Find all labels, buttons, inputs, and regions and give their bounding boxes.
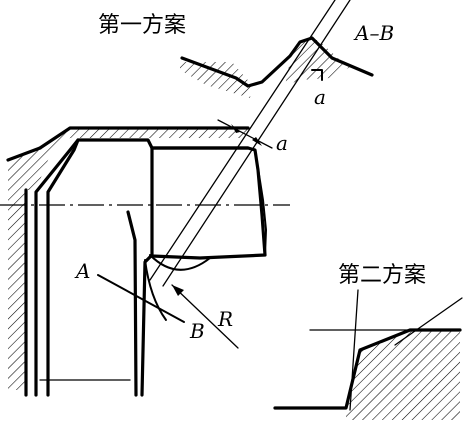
weld-fillet bbox=[149, 254, 211, 271]
main-hatch-top bbox=[40, 128, 248, 150]
title-scheme-one: 第一方案 bbox=[98, 13, 186, 38]
scheme-two-view bbox=[273, 289, 463, 420]
radius-leader bbox=[171, 284, 239, 349]
label-point-a: A bbox=[74, 259, 90, 283]
label-radius: R bbox=[217, 307, 233, 331]
housing-outline bbox=[38, 126, 250, 150]
vertical-rib-outline bbox=[140, 146, 154, 397]
main-joint-view: A B R a bbox=[0, 119, 290, 397]
label-point-b: B bbox=[189, 319, 205, 343]
section-ab-outline bbox=[180, 36, 374, 88]
flange-outline bbox=[150, 146, 267, 260]
main-hatch-left bbox=[8, 148, 52, 390]
section-line-ab bbox=[97, 274, 185, 323]
section-ab-view: a A–B bbox=[149, 0, 394, 287]
section-ab-hatch-left bbox=[180, 62, 252, 98]
label-a-top: a bbox=[314, 85, 326, 109]
label-a-mid: a bbox=[276, 131, 288, 155]
radius-arrow bbox=[172, 285, 184, 296]
section-ab-angle-mark bbox=[311, 69, 323, 81]
label-section-ab: A–B bbox=[353, 21, 394, 45]
scheme-two-hatch bbox=[346, 330, 460, 420]
title-scheme-two: 第二方案 bbox=[338, 263, 426, 288]
